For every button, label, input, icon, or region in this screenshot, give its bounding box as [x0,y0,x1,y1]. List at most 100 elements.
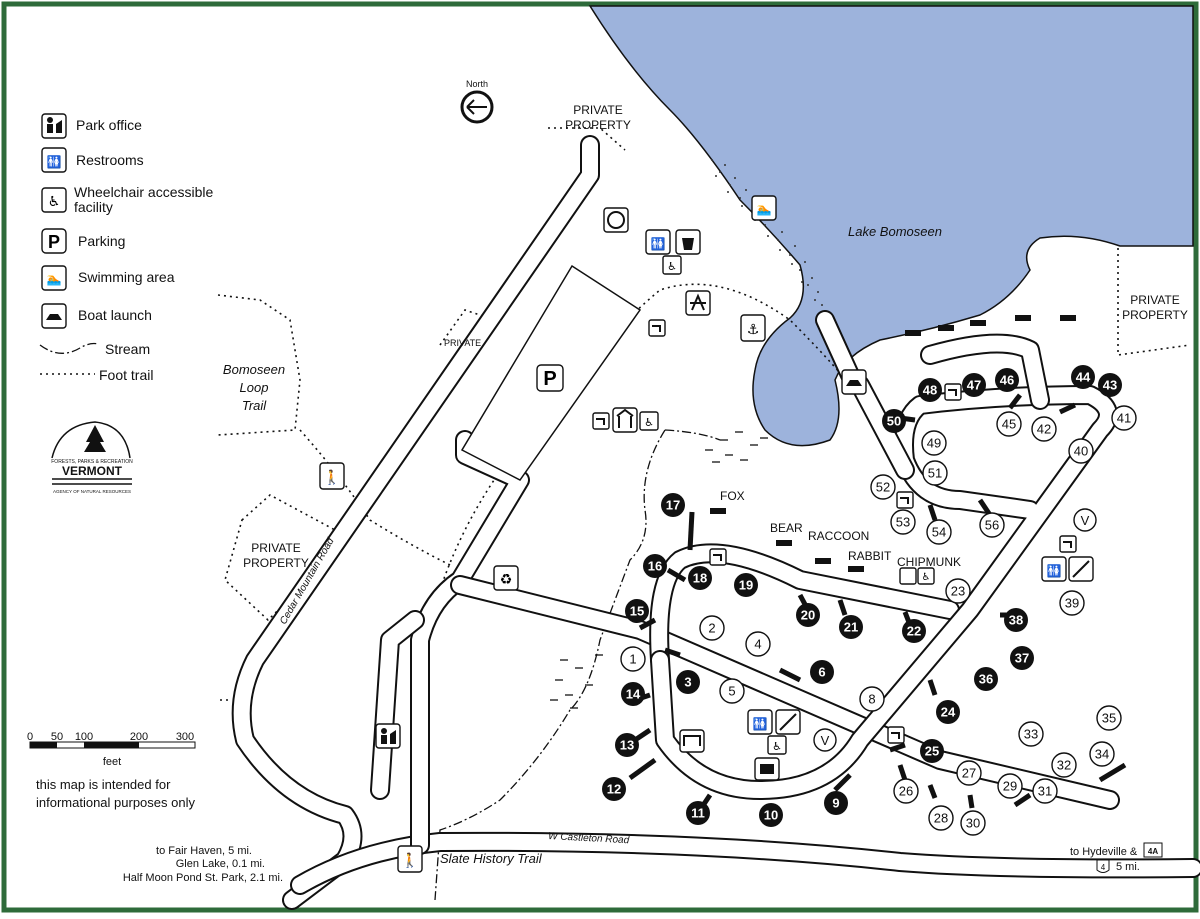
svg-text:Boat launch: Boat launch [78,307,152,323]
svg-text:🚶: 🚶 [401,852,418,869]
site-pads [628,393,1127,812]
campsite-number: 22 [907,624,921,639]
campsite-48[interactable]: 48 [918,378,942,402]
campsite-15[interactable]: 15 [625,599,649,623]
campsite-3[interactable]: 3 [676,670,700,694]
campsite-30[interactable]: 30 [960,810,986,836]
campsite-10[interactable]: 10 [759,803,783,827]
campsite-17[interactable]: 17 [661,493,685,517]
campsite-6[interactable]: 6 [810,660,834,684]
campsite-number: 12 [607,782,621,797]
campsite-5[interactable]: 5 [719,678,745,704]
campsite-41[interactable]: 41 [1111,405,1137,431]
campsite-4[interactable]: 4 [745,631,771,657]
campsite-25[interactable]: 25 [920,739,944,763]
cabin-icon [899,567,917,585]
campsite-53[interactable]: 53 [890,509,916,535]
svg-text:Half Moon Pond St. Park, 2.1 m: Half Moon Pond St. Park, 2.1 mi. [123,872,283,884]
boat-launch-icon [841,369,867,395]
campsite-47[interactable]: 47 [962,373,986,397]
campsite-number: 31 [1038,784,1052,799]
hiker-icon: 🚶 [319,462,345,490]
svg-text:Parking: Parking [78,233,125,249]
campsite-37[interactable]: 37 [1010,646,1034,670]
campsite-46[interactable]: 46 [995,368,1019,392]
campsite-20[interactable]: 20 [796,603,820,627]
campsite-21[interactable]: 21 [839,615,863,639]
campsite-43[interactable]: 43 [1098,373,1122,397]
svg-text:0: 0 [27,731,33,743]
campsite-number: 54 [932,525,946,540]
campsite-number: 15 [630,604,644,619]
campsite-40[interactable]: 40 [1068,438,1094,464]
campsite-49[interactable]: 49 [921,430,947,456]
svg-text:PROPERTY: PROPERTY [243,556,309,570]
campsite-8[interactable]: 8 [859,686,885,712]
campsite-18[interactable]: 18 [688,566,712,590]
campsite-42[interactable]: 42 [1031,416,1057,442]
restrooms-icon: 🚻 [645,229,671,255]
wheelchair-icon: ♿ [767,735,787,755]
campsite-34[interactable]: 34 [1089,741,1115,767]
cabin-labels: FOX BEAR RACCOON RABBIT CHIPMUNK [720,489,961,569]
campsite-38[interactable]: 38 [1004,608,1028,632]
water-tap-icon [1059,535,1077,553]
campsite-27[interactable]: 27 [956,760,982,786]
campsite-36[interactable]: 36 [974,667,998,691]
foot-trail [299,429,451,566]
castleton-road-label: W Castleton Road [548,831,630,846]
campsite-number: 3 [684,675,691,690]
campsite-12[interactable]: 12 [602,777,626,801]
campsite-1[interactable]: 1 [620,646,646,672]
campsite-19[interactable]: 19 [734,573,758,597]
campsite-50[interactable]: 50 [882,409,906,433]
scale-bar: 0 50 100 200 300 feet [27,731,196,768]
campsite-22[interactable]: 22 [902,619,926,643]
svg-text:4: 4 [1101,863,1106,872]
campsite-56[interactable]: 56 [979,512,1005,538]
water-tap-icon [709,548,727,566]
water-tap-icon [887,726,905,744]
campsite-51[interactable]: 51 [922,460,948,486]
campsite-33[interactable]: 33 [1018,721,1044,747]
campsite-28[interactable]: 28 [928,805,954,831]
campsite-45[interactable]: 45 [996,411,1022,437]
svg-text:Foot trail: Foot trail [99,367,153,383]
campsite-29[interactable]: 29 [997,773,1023,799]
svg-text:300: 300 [176,731,194,743]
campsite-23[interactable]: 23 [945,578,971,604]
water-tap-icon [592,412,610,430]
campsite-31[interactable]: 31 [1032,778,1058,804]
campsite-number: 43 [1103,378,1117,393]
campsite-44[interactable]: 44 [1071,365,1095,389]
foot-trail [439,283,851,591]
campsite-39[interactable]: 39 [1059,590,1085,616]
campsite-13[interactable]: 13 [615,733,639,757]
campsite-number: 27 [962,766,976,781]
park-office-icon[interactable] [375,723,401,749]
campsite-14[interactable]: 14 [621,682,645,706]
campsite-52[interactable]: 52 [870,474,896,500]
campsite-26[interactable]: 26 [893,778,919,804]
campsite-32[interactable]: 32 [1051,752,1077,778]
svg-text:V: V [1081,513,1090,528]
campsite-11[interactable]: 11 [686,801,710,825]
campsite-number: 46 [1000,373,1014,388]
campsite-number: 8 [868,692,875,707]
vermont-fpr-logo: FORESTS, PARKS & RECREATION VERMONT AGEN… [51,421,133,494]
campsite-2[interactable]: 2 [699,615,725,641]
campsite-9[interactable]: 9 [824,791,848,815]
legend-boat-launch: Boat launch [41,303,152,329]
lake-bomoseen [588,5,1194,447]
campsite-54[interactable]: 54 [926,519,952,545]
campsite-number: 9 [832,796,839,811]
campsite-number: 14 [626,687,641,702]
hiker-icon: 🚶 [397,845,423,873]
campsite-16[interactable]: 16 [643,554,667,578]
shower-icon [1068,556,1094,582]
private-property-right: PRIVATE PROPERTY [1122,293,1188,322]
campsite-24[interactable]: 24 [936,700,960,724]
campsite-35[interactable]: 35 [1096,705,1122,731]
cabins [710,315,1076,572]
campsite-number: 21 [844,620,858,635]
